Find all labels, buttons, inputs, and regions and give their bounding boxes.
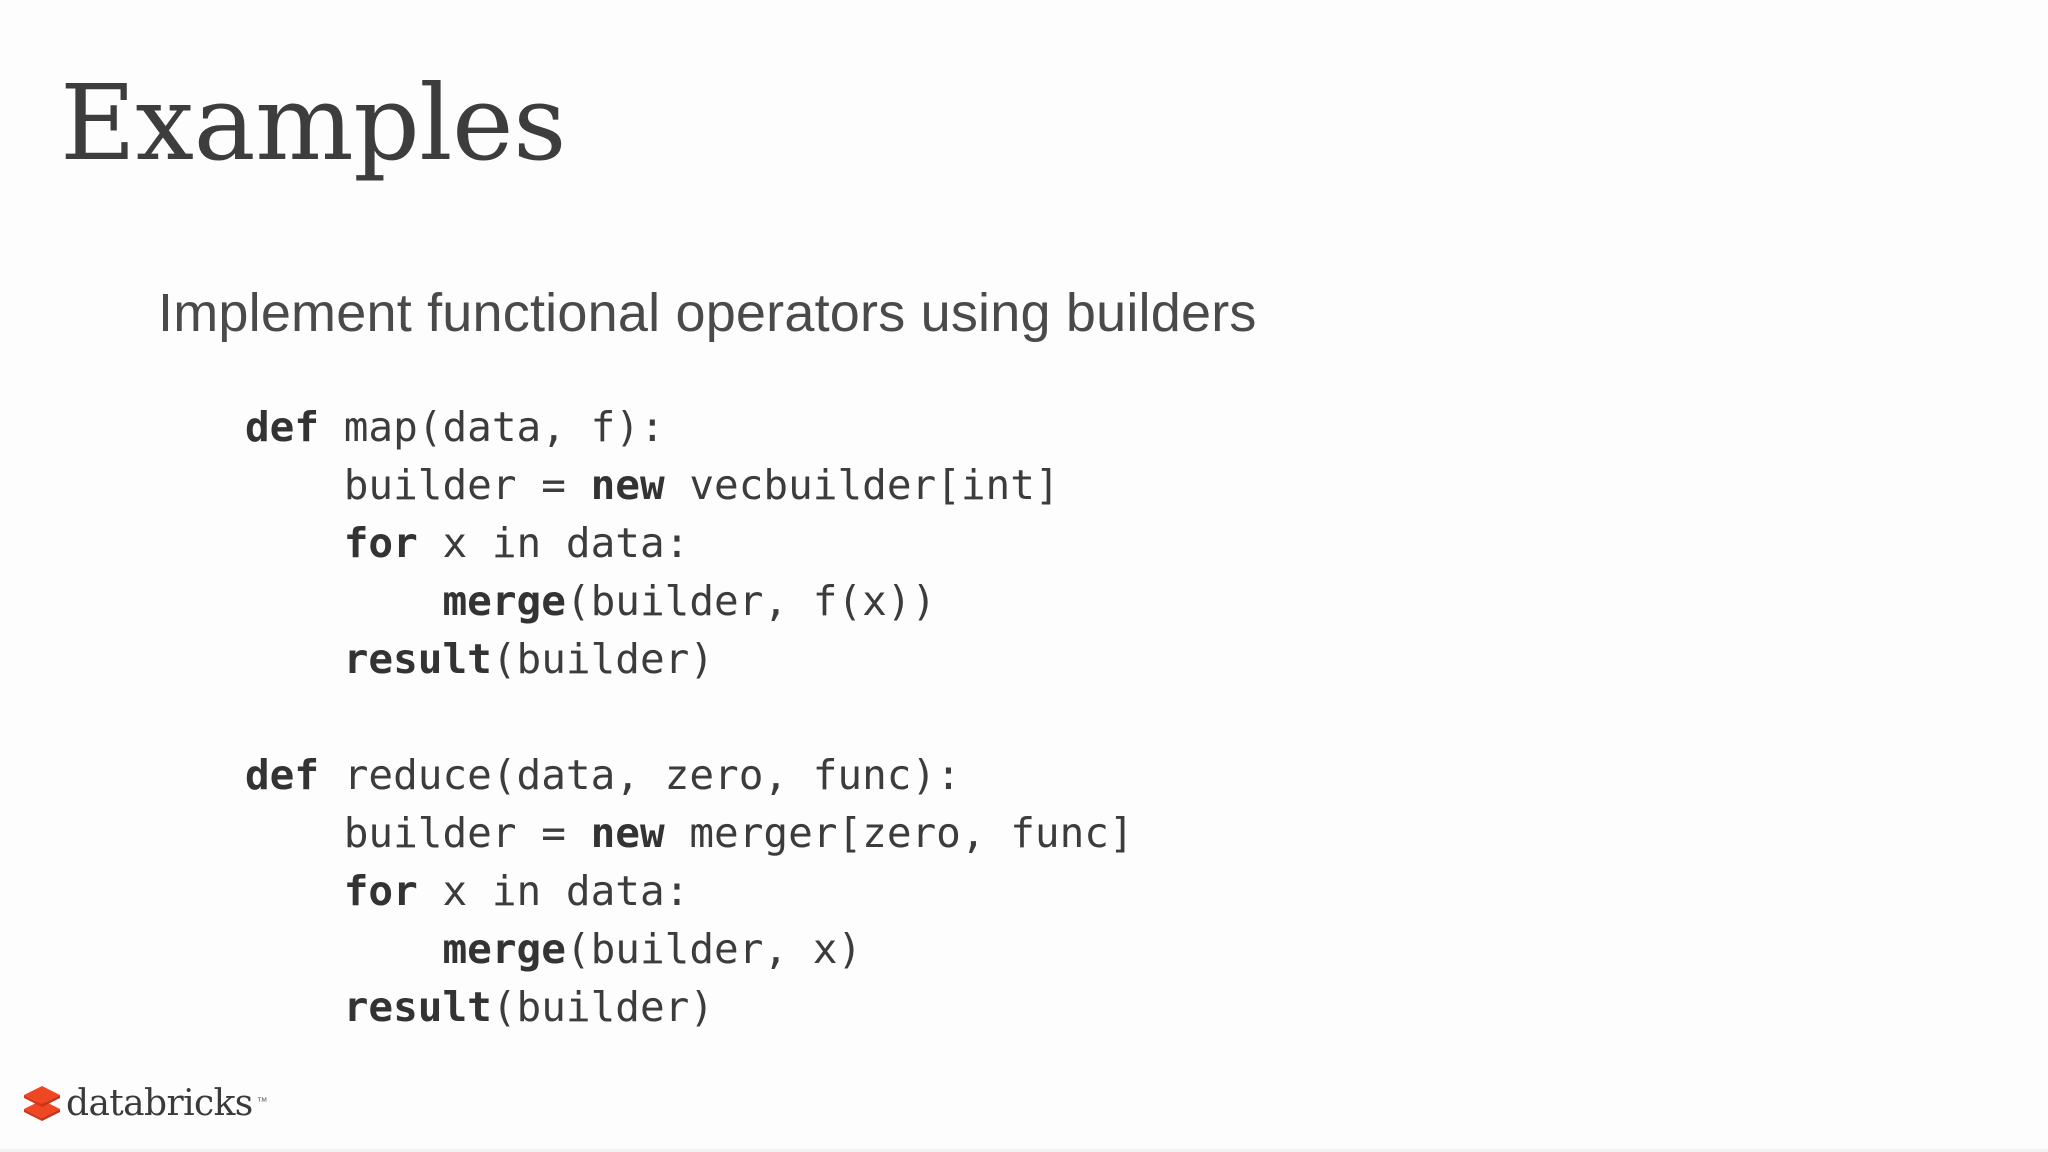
code-text: map(data, f): (319, 403, 665, 451)
code-text: (builder, f(x)) (565, 577, 937, 625)
code-keyword: merge (442, 925, 566, 973)
code-indent (245, 983, 344, 1031)
code-text: vecbuilder[int] (664, 461, 1060, 509)
code-text: merger[zero, func] (664, 809, 1134, 857)
code-indent (245, 577, 442, 625)
code-keyword: for (343, 519, 418, 567)
code-indent (245, 809, 344, 857)
code-line: builder = new merger[zero, func] (245, 804, 1134, 862)
code-text: x in data: (417, 867, 690, 915)
code-keyword: result (343, 635, 492, 683)
code-line: result(builder) (245, 978, 1134, 1036)
code-keyword: result (343, 983, 492, 1031)
code-line: for x in data: (245, 514, 1134, 572)
page-title: Examples (60, 62, 566, 184)
code-line: def reduce(data, zero, func): (245, 746, 1134, 804)
code-line: merge(builder, f(x)) (245, 572, 1134, 630)
databricks-stacked-logo-icon (22, 1085, 62, 1123)
databricks-wordmark: databricks ™ (66, 1083, 268, 1124)
code-indent (245, 925, 442, 973)
code-line: result(builder) (245, 630, 1134, 688)
code-line: def map(data, f): (245, 398, 1134, 456)
code-keyword: for (343, 867, 418, 915)
slide-bottom-edge (0, 1149, 2048, 1152)
code-text: (builder) (491, 983, 715, 1031)
code-line: for x in data: (245, 862, 1134, 920)
code-keyword: new (590, 809, 665, 857)
code-keyword: def (245, 403, 320, 451)
code-indent (245, 867, 344, 915)
code-text: x in data: (417, 519, 690, 567)
code-keyword: new (590, 461, 665, 509)
code-text: builder = (343, 809, 591, 857)
databricks-wordmark-text: databricks (66, 1083, 253, 1124)
code-text: (builder, x) (565, 925, 863, 973)
code-text: builder = (343, 461, 591, 509)
code-indent (245, 519, 344, 567)
code-block: def map(data, f): builder = new vecbuild… (245, 398, 1134, 1036)
slide-subtitle: Implement functional operators using bui… (158, 283, 1257, 343)
code-line: merge(builder, x) (245, 920, 1134, 978)
code-keyword: merge (442, 577, 566, 625)
code-keyword: def (245, 751, 320, 799)
code-text: (builder) (491, 635, 715, 683)
code-text: reduce(data, zero, func): (319, 751, 961, 799)
code-line (245, 688, 1134, 746)
trademark-symbol: ™ (256, 1096, 268, 1108)
databricks-logo: databricks ™ (22, 1082, 268, 1126)
code-indent (245, 461, 344, 509)
code-indent (245, 635, 344, 683)
code-line: builder = new vecbuilder[int] (245, 456, 1134, 514)
